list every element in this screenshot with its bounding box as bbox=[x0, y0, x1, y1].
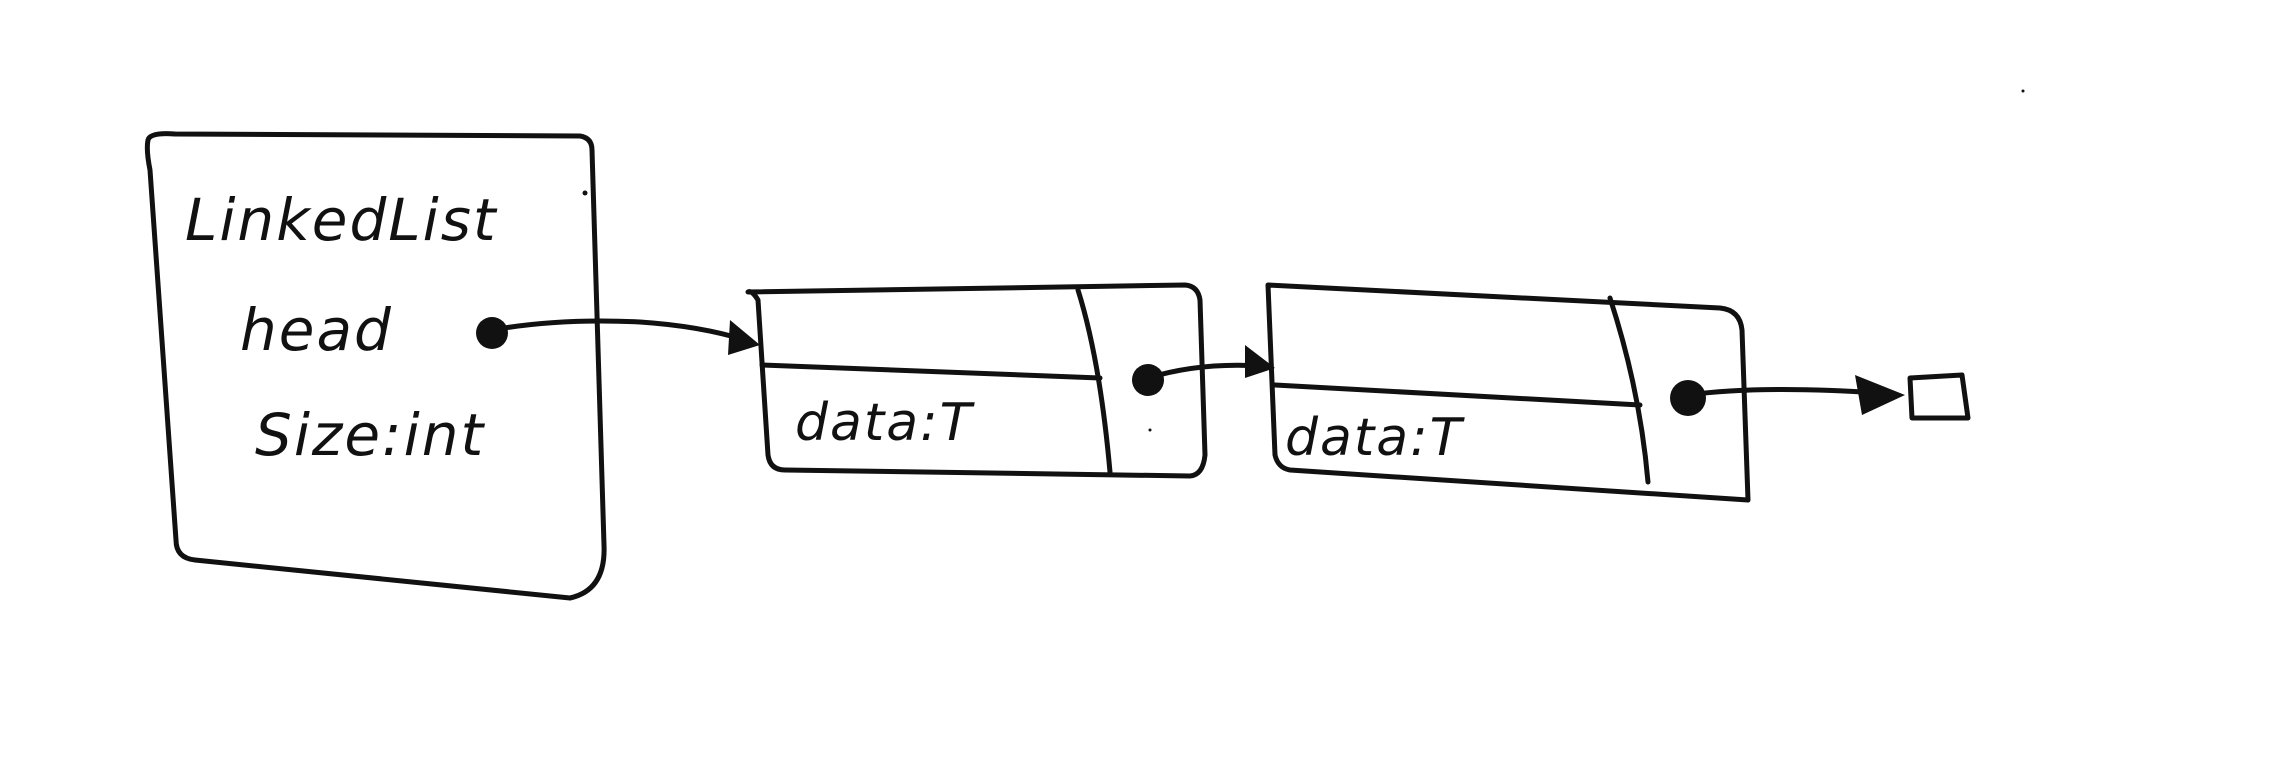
node-2-data-label: data:T bbox=[1285, 408, 1466, 468]
linkedlist-box-outline bbox=[144, 131, 607, 601]
node-1-data-label: data:T bbox=[795, 393, 976, 453]
head-arrow bbox=[489, 318, 760, 355]
node-2-arrow-head bbox=[1855, 375, 1905, 415]
node-2-divider-vertical bbox=[1607, 295, 1651, 485]
head-field-label: head bbox=[240, 296, 393, 364]
node-1-divider-vertical bbox=[1075, 287, 1113, 475]
node-1-outline bbox=[745, 282, 1208, 479]
node-2-arrow-line bbox=[1685, 386, 1883, 398]
linkedlist-box: LinkedList head Size:int bbox=[144, 131, 607, 601]
ink-speck bbox=[582, 190, 588, 196]
head-arrow-head bbox=[728, 320, 760, 355]
node-1-arrow bbox=[1145, 345, 1275, 381]
node-2-outline bbox=[1265, 282, 1751, 503]
head-pointer-dot bbox=[476, 317, 508, 349]
size-field-label: Size:int bbox=[255, 401, 485, 469]
node-1-arrow-head bbox=[1245, 345, 1275, 378]
node-2-next-dot bbox=[1670, 380, 1706, 416]
head-arrow-line bbox=[489, 318, 748, 343]
null-terminator-box bbox=[1907, 372, 1971, 421]
node-2-divider-horizontal bbox=[1272, 382, 1643, 408]
node-1-divider-horizontal bbox=[759, 362, 1103, 381]
node-2: data:T bbox=[1265, 282, 1751, 503]
node-1-arrow-line bbox=[1145, 362, 1265, 381]
ink-speck bbox=[1148, 428, 1152, 432]
node-2-arrow bbox=[1685, 375, 1905, 415]
node-1: data:T bbox=[745, 282, 1208, 479]
linkedlist-title: LinkedList bbox=[185, 186, 498, 254]
ink-speck bbox=[2021, 89, 2025, 93]
